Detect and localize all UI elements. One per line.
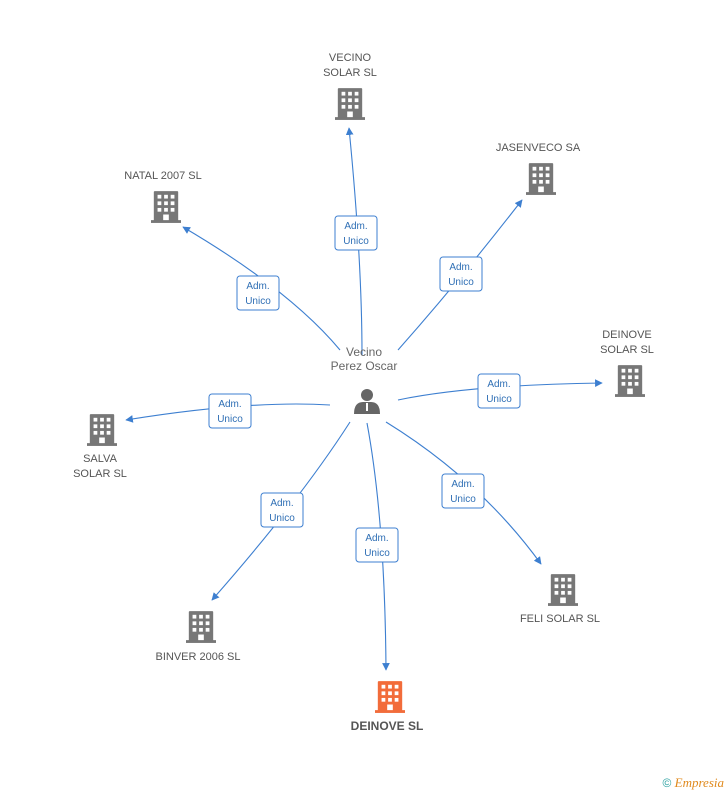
footer-brand: © Empresia (662, 775, 724, 791)
role-badge-jasenveco[interactable]: Adm. Unico (439, 256, 483, 292)
company-node-deinove-solar[interactable]: DEINOVE SOLAR SL (600, 329, 654, 397)
person-label: Perez Oscar (331, 359, 398, 373)
role-badge-text: Adm. (344, 221, 367, 232)
company-label: VECINO (329, 52, 372, 64)
role-badge-feli-solar[interactable]: Adm. Unico (441, 473, 485, 509)
company-node-natal-2007[interactable]: NATAL 2007 SL (124, 170, 202, 223)
company-node-salva-solar[interactable]: SALVA SOLAR SL (73, 414, 127, 480)
role-badge-box (334, 215, 378, 251)
role-badge-deinove-solar[interactable]: Adm. Unico (477, 373, 521, 409)
company-label: BINVER 2006 SL (156, 651, 241, 663)
role-badge-text: Adm. (365, 533, 388, 544)
company-label: FELI SOLAR SL (520, 613, 600, 625)
role-badge-box (208, 393, 252, 429)
building-icon (615, 365, 645, 397)
role-badge-box (260, 492, 304, 528)
person-label: Vecino (346, 345, 382, 359)
role-badge-salva-solar[interactable]: Adm. Unico (208, 393, 252, 429)
role-badge-text: Unico (269, 513, 295, 524)
building-icon (186, 611, 216, 643)
role-badge-text: Unico (450, 494, 476, 505)
empresia-logo: Empresia (674, 775, 724, 790)
nodes-layer: VECINO SOLAR SL JASENVECO SA NATAL 2007 SL D… (73, 52, 654, 733)
role-badge-text: Unico (217, 414, 243, 425)
company-node-jasenveco[interactable]: JASENVECO SA (496, 142, 581, 195)
building-icon (375, 681, 405, 713)
role-badge-text: Adm. (218, 399, 241, 410)
role-badge-box (441, 473, 485, 509)
company-label: NATAL 2007 SL (124, 170, 201, 182)
building-icon (151, 191, 181, 223)
role-badge-text: Adm. (246, 281, 269, 292)
company-label: SALVA (83, 453, 117, 465)
building-icon (87, 414, 117, 446)
company-label: SOLAR SL (323, 67, 377, 79)
company-node-deinove[interactable]: DEINOVE SL (351, 681, 424, 733)
company-label: DEINOVE SL (351, 719, 424, 733)
role-badge-natal-2007[interactable]: Adm. Unico (236, 275, 280, 311)
company-label: JASENVECO SA (496, 142, 581, 154)
company-label: SOLAR SL (600, 344, 654, 356)
edge-vecino-solar (345, 127, 363, 356)
role-badge-text: Adm. (449, 262, 472, 273)
role-badge-binver-2006[interactable]: Adm. Unico (260, 492, 304, 528)
role-badge-text: Unico (343, 236, 369, 247)
role-badge-text: Unico (448, 277, 474, 288)
building-icon (548, 574, 578, 606)
company-node-vecino-solar[interactable]: VECINO SOLAR SL (323, 52, 377, 120)
company-node-binver-2006[interactable]: BINVER 2006 SL (156, 611, 241, 663)
role-badge-box (477, 373, 521, 409)
company-label: DEINOVE (602, 329, 652, 341)
person-icon (354, 389, 380, 414)
role-badge-text: Adm. (451, 479, 474, 490)
role-badge-box (236, 275, 280, 311)
company-label: SOLAR SL (73, 468, 127, 480)
role-badge-text: Unico (245, 296, 271, 307)
role-badge-text: Unico (364, 548, 390, 559)
role-badge-text: Adm. (270, 498, 293, 509)
company-node-feli-solar[interactable]: FELI SOLAR SL (520, 574, 600, 625)
role-badge-text: Unico (486, 394, 512, 405)
building-icon (335, 88, 365, 120)
role-badge-text: Adm. (487, 379, 510, 390)
role-badge-deinove[interactable]: Adm. Unico (355, 527, 399, 563)
role-badge-box (355, 527, 399, 563)
copyright-symbol: © (662, 776, 672, 790)
edges-layer: Adm.UnicoAdm.UnicoAdm.UnicoAdm.UnicoAdm.… (125, 127, 603, 671)
building-icon (526, 163, 556, 195)
role-badge-box (439, 256, 483, 292)
role-badge-vecino-solar[interactable]: Adm. Unico (334, 215, 378, 251)
